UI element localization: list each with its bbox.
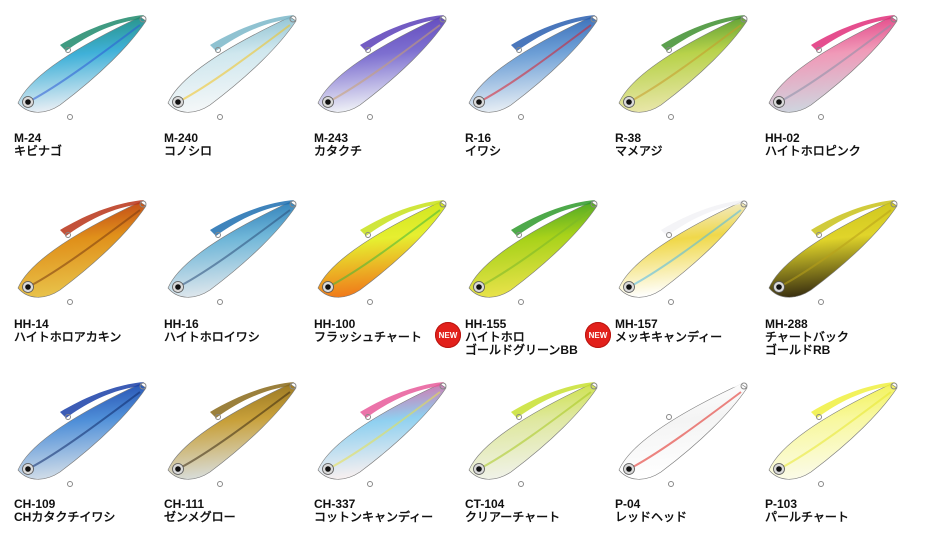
lure-color-name: キビナゴ: [14, 144, 63, 158]
lure-color-name: ハイトホロアカキン: [14, 330, 122, 344]
lure-code: M-24: [14, 131, 42, 145]
new-badge: NEW: [435, 322, 461, 348]
lure-image: [468, 15, 598, 120]
lure-code: P-103: [765, 497, 798, 511]
lure-color-name: ハイトホロイワシ: [164, 330, 260, 344]
lure-color-name-line2: ゴールドRB: [765, 343, 831, 357]
lure-image: [17, 15, 147, 120]
lure-image: [768, 382, 898, 487]
lure-color-name: コノシロ: [164, 144, 213, 158]
lure-code: M-240: [164, 131, 199, 145]
lure-color-name: イワシ: [465, 144, 502, 158]
lure-color-name: レッドヘッド: [615, 510, 688, 524]
lure-code: HH-16: [164, 317, 199, 331]
lure-color-name: ゼンメグロー: [164, 510, 236, 524]
lure-color-name: CHカタクチイワシ: [14, 510, 116, 524]
lure-image: [317, 15, 447, 120]
lure-color-name: フラッシュチャート: [314, 330, 422, 344]
lure-image: [618, 15, 748, 120]
lure-color-name: カタクチ: [314, 144, 363, 158]
lure-code: HH-02: [765, 131, 800, 145]
lure-image: [468, 382, 598, 487]
lure-code: P-04: [615, 497, 641, 511]
lure-image: [618, 382, 748, 487]
lure-code: CH-337: [314, 497, 356, 511]
new-badge: NEW: [585, 322, 611, 348]
lure-code: CT-104: [465, 497, 505, 511]
lure-image: [17, 200, 147, 305]
lure-code: CH-109: [14, 497, 56, 511]
lure-color-name: チャートバック: [765, 330, 849, 344]
lure-image: [317, 382, 447, 487]
lure-code: R-16: [465, 131, 492, 145]
lure-color-name: パールチャート: [765, 510, 849, 524]
lure-color-name: ハイトホロピンク: [765, 144, 861, 158]
lure-code: MH-157: [615, 317, 658, 331]
lure-color-name: コットンキャンディー: [314, 510, 434, 524]
lure-code: HH-14: [14, 317, 49, 331]
lure-color-name: クリアーチャート: [465, 510, 561, 524]
lure-code: HH-155: [465, 317, 507, 331]
lure-image: [167, 15, 297, 120]
lure-code: CH-111: [164, 497, 205, 511]
lure-image: [468, 200, 598, 305]
lure-color-name: ハイトホロ: [465, 330, 525, 344]
lure-image: [17, 382, 147, 487]
lure-image: [768, 15, 898, 120]
lure-color-name: メッキキャンディー: [615, 330, 723, 344]
lure-image: [768, 200, 898, 305]
lure-code: R-38: [615, 131, 642, 145]
lure-color-name-line2: ゴールドグリーンBB: [465, 343, 578, 357]
lure-image: [167, 200, 297, 305]
lure-code: HH-100: [314, 317, 356, 331]
lure-image: [618, 200, 748, 305]
lure-image: [167, 382, 297, 487]
lure-color-name: マメアジ: [615, 144, 663, 158]
lure-code: M-243: [314, 131, 349, 145]
lure-code: MH-288: [765, 317, 808, 331]
lure-image: [317, 200, 447, 305]
